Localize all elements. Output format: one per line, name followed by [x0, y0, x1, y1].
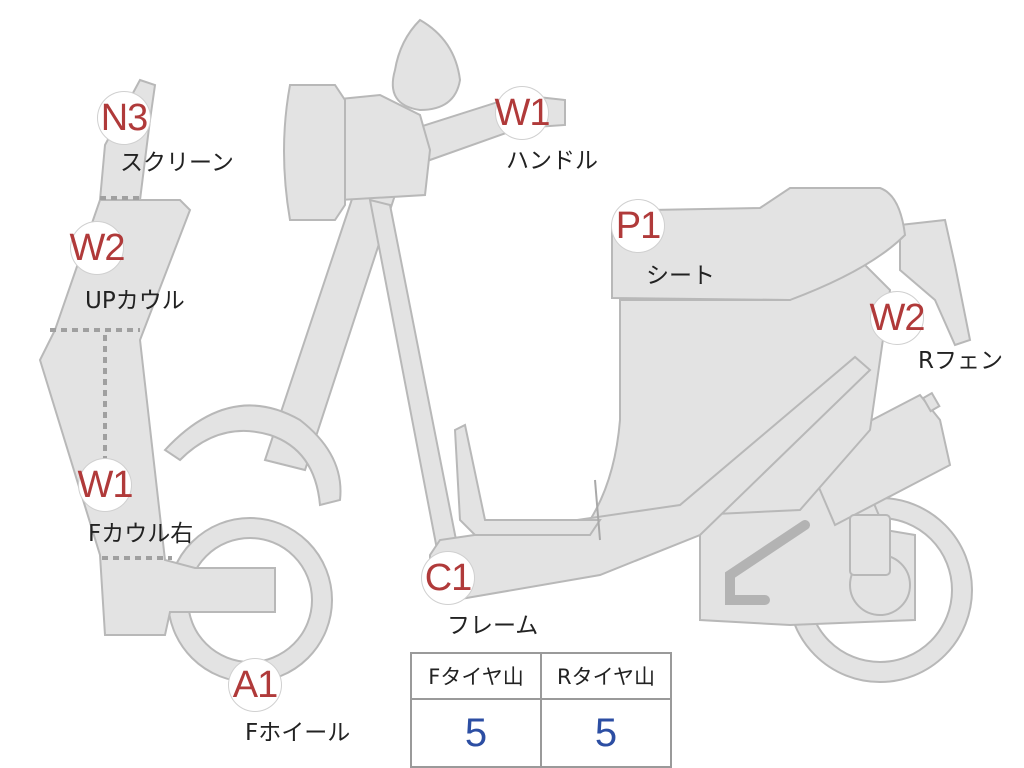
front-tire-tread-header: Fタイヤ山 — [410, 652, 542, 700]
front-tire-tread-value[interactable]: 5 — [410, 698, 542, 768]
front-cowl-code-marker[interactable]: W1 — [78, 459, 134, 511]
handle-code-marker[interactable]: W1 — [495, 87, 551, 139]
front-wheel-code-marker[interactable]: A1 — [229, 659, 281, 711]
rear-fender-label: Rフェン — [918, 348, 1003, 374]
front-cowl-shape[interactable] — [38, 199, 276, 636]
tread-table-value-row: 5 5 — [410, 698, 672, 768]
frame-tube-rear[interactable] — [368, 198, 462, 567]
seat-code-marker[interactable]: P1 — [612, 200, 664, 252]
rear-tire-tread-value[interactable]: 5 — [540, 698, 672, 768]
rear-fender-code-marker[interactable]: W2 — [870, 292, 926, 344]
tread-table-header-row: Fタイヤ山 Rタイヤ山 — [410, 652, 672, 700]
front-fender[interactable] — [163, 404, 342, 507]
floor-board[interactable] — [453, 423, 602, 536]
panel-seams — [50, 196, 172, 560]
upper-cowl-code-marker[interactable]: W2 — [70, 222, 126, 274]
handle-label: ハンドル — [506, 148, 598, 174]
front-wheel-label: Fホイール — [245, 720, 351, 746]
rear-tire-tread-header: Rタイヤ山 — [540, 652, 672, 700]
mirror-shape[interactable] — [391, 18, 462, 112]
front-cowl-label: Fカウル右 — [88, 521, 194, 547]
rear-body[interactable] — [588, 258, 892, 522]
frame-code-marker[interactable]: C1 — [422, 552, 474, 604]
seat-shape[interactable] — [611, 187, 907, 302]
tire-tread-table: Fタイヤ山 Rタイヤ山 5 5 — [410, 652, 672, 768]
floor-panel-line — [594, 479, 601, 541]
screen-label: スクリーン — [120, 150, 234, 176]
rear-shock[interactable] — [803, 391, 952, 576]
rear-fender-shape[interactable] — [899, 218, 972, 347]
screen-code-marker[interactable]: N3 — [98, 92, 150, 144]
seat-label: シート — [646, 263, 715, 289]
rear-spring — [725, 520, 810, 605]
frame-label: フレーム — [447, 613, 539, 639]
upper-cowl-label: UPカウル — [85, 288, 185, 314]
headlight-shape[interactable] — [283, 84, 346, 221]
